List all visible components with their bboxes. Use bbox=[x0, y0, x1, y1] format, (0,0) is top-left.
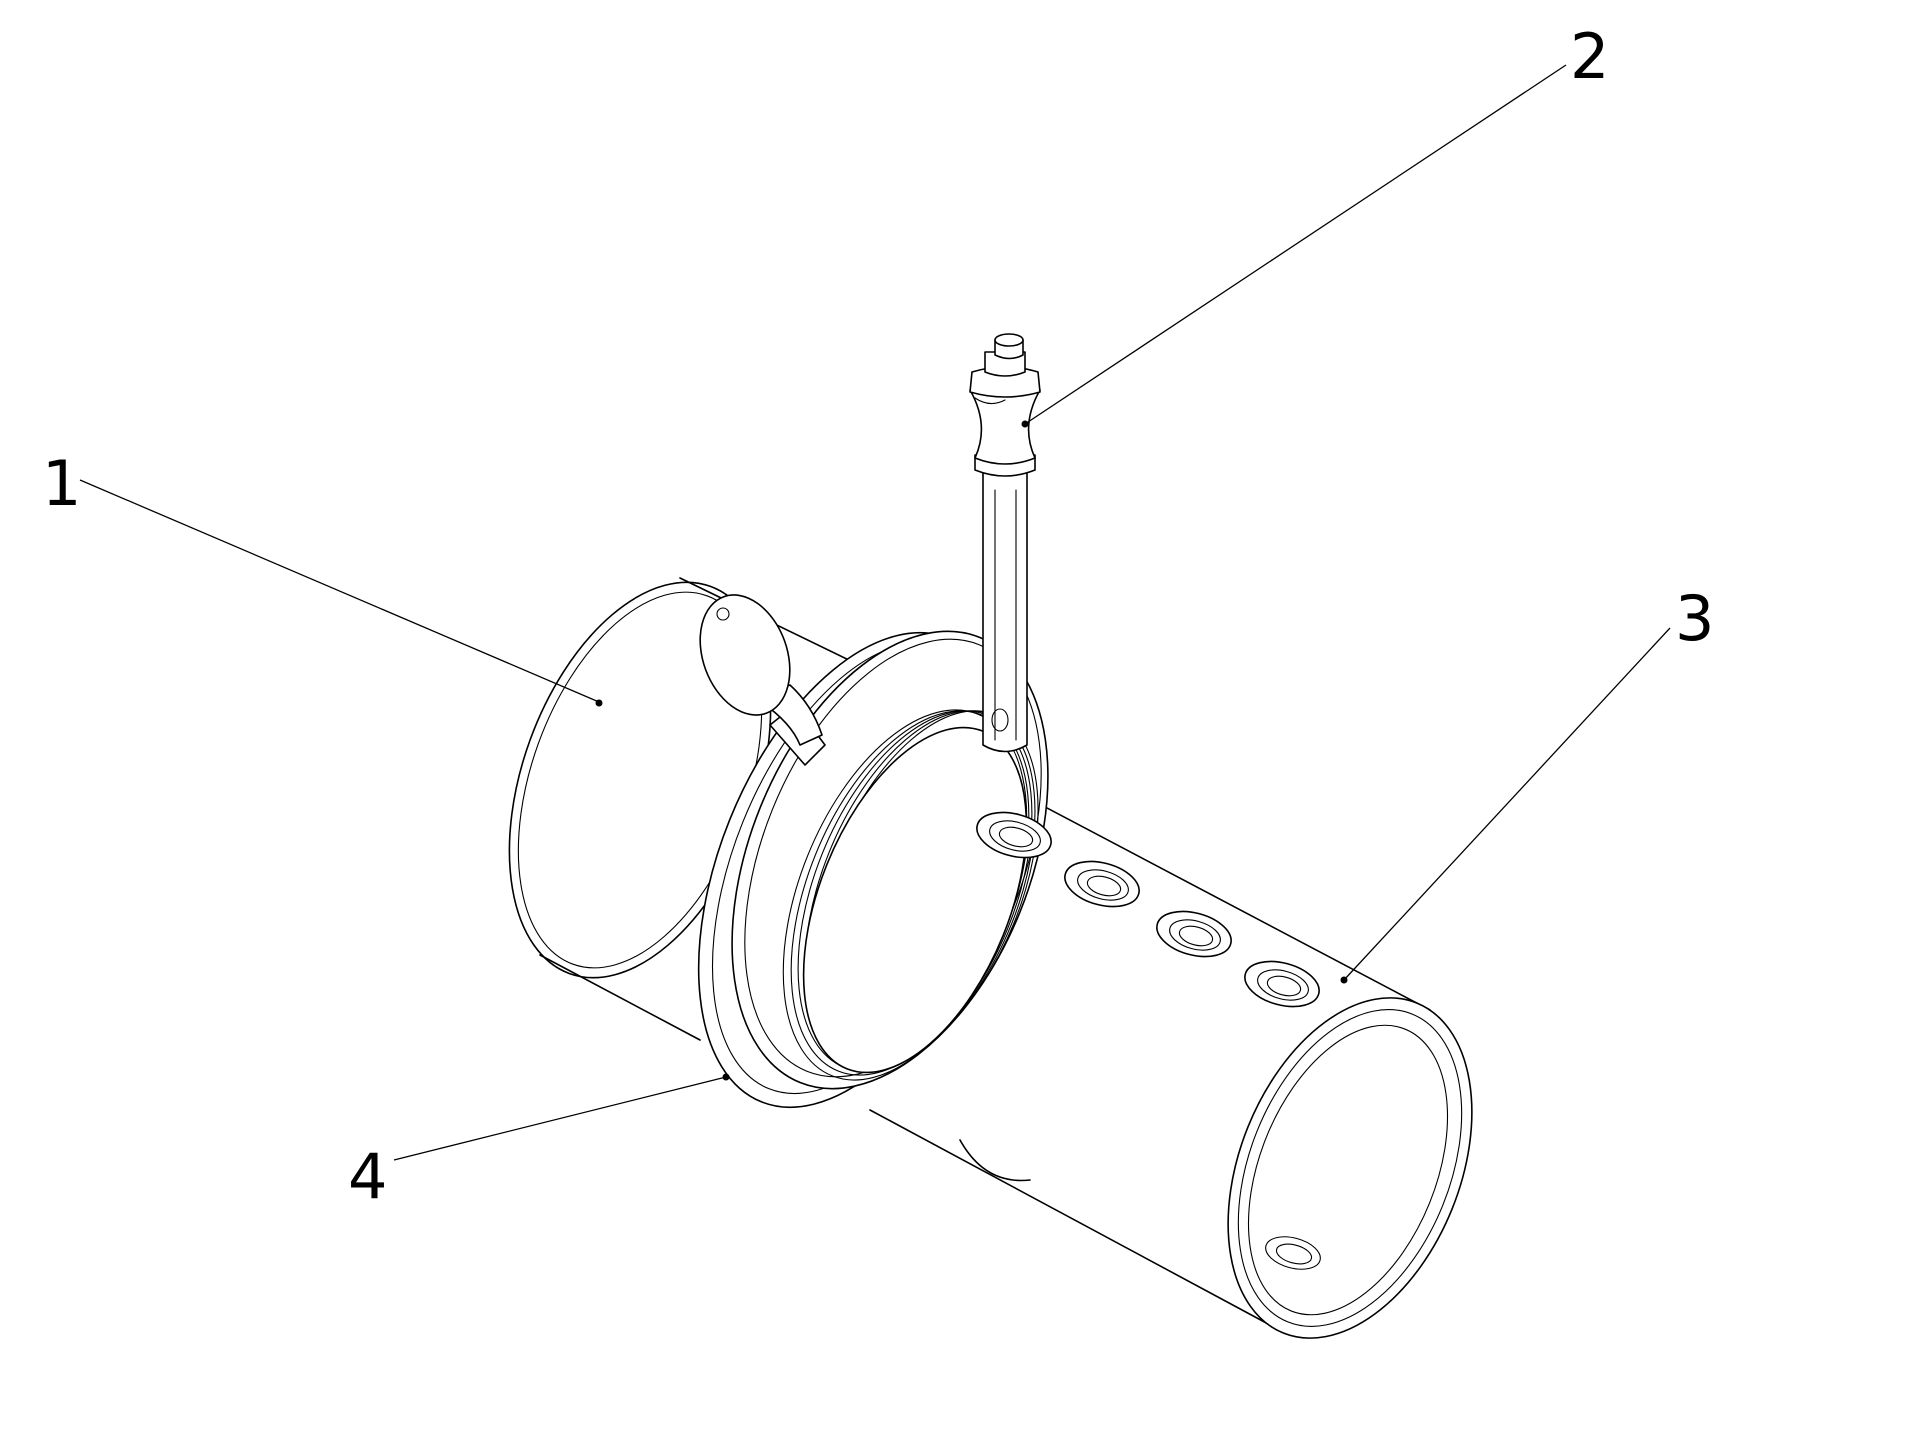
ball-handle bbox=[699, 594, 826, 766]
callout-label-1: 1 bbox=[42, 447, 81, 520]
tube-holes bbox=[976, 811, 1320, 1008]
callout-label-3: 3 bbox=[1675, 582, 1714, 655]
leader-dot-4 bbox=[722, 1073, 730, 1081]
leader-line-2 bbox=[1024, 64, 1567, 425]
part-3-tube bbox=[869, 769, 1473, 1339]
leader-dot-3 bbox=[1340, 976, 1348, 984]
leader-dot-1 bbox=[595, 699, 603, 707]
leader-line-4 bbox=[393, 1076, 727, 1161]
leader-line-3 bbox=[1343, 627, 1671, 981]
leader-lines bbox=[79, 64, 1671, 1161]
callout-label-4: 4 bbox=[348, 1140, 387, 1213]
leader-line-1 bbox=[79, 479, 600, 703]
leader-dot-2 bbox=[1021, 420, 1029, 428]
part-4-flange bbox=[697, 630, 1049, 1109]
part-2-plunger bbox=[969, 333, 1041, 753]
callout-label-2: 2 bbox=[1570, 20, 1609, 93]
